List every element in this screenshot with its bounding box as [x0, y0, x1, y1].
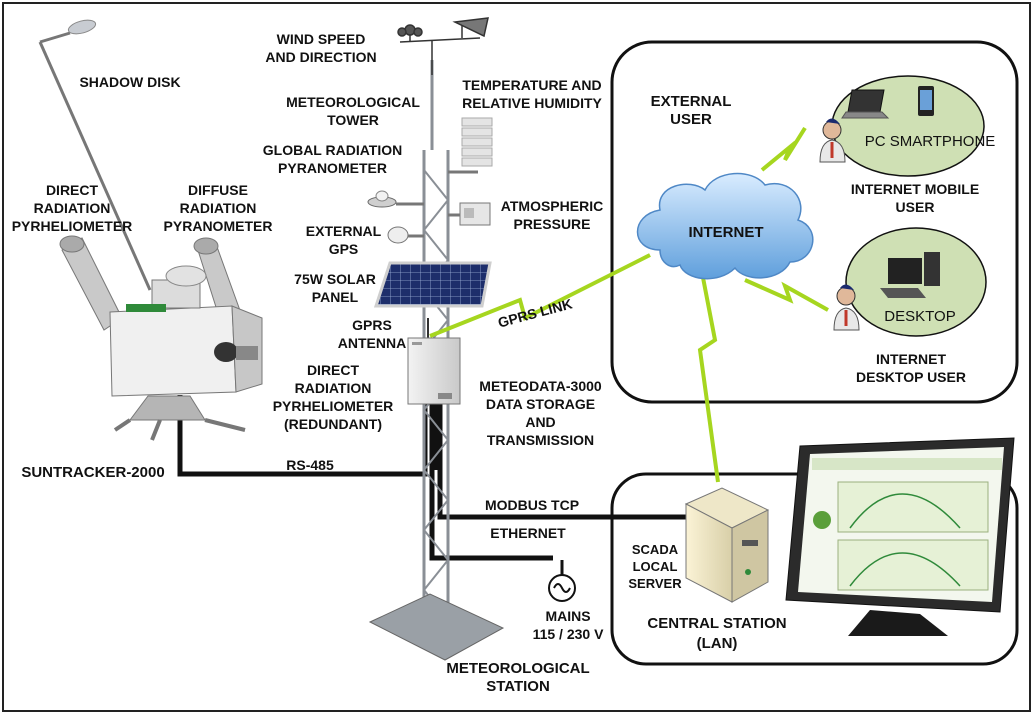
label-central-station: CENTRAL STATION (LAN) — [647, 615, 787, 652]
label-shadow-disk: SHADOW DISK — [79, 74, 181, 90]
central-station-link-bolt — [697, 261, 720, 483]
label-direct-radiation: DIRECT RADIATION PYRHELIOMETER — [11, 182, 133, 234]
label-atmospheric-pressure: ATMOSPHERIC PRESSURE — [500, 198, 604, 232]
tower-base — [368, 593, 505, 661]
label-desktop-user: INTERNET DESKTOP USER — [856, 351, 966, 385]
label-pc-smartphone: PC SMARTPHONE — [864, 133, 996, 150]
label-mains: MAINS 115 / 230 V — [532, 608, 604, 642]
label-meteorological-tower: METEOROLOGICAL TOWER — [286, 94, 420, 128]
label-rs485: RS-485 — [286, 457, 334, 473]
label-ethernet: ETHERNET — [490, 525, 566, 541]
wind-sensor-icon — [397, 17, 489, 75]
label-direct-redundant: DIRECT RADIATION PYRHELIOMETER (REDUNDAN… — [272, 362, 394, 432]
label-suntracker: SUNTRACKER-2000 — [21, 464, 165, 481]
label-external-gps: EXTERNAL GPS — [305, 223, 382, 257]
label-internet: INTERNET — [688, 224, 764, 241]
user-icon — [833, 284, 860, 331]
label-mobile-user: INTERNET MOBILE USER — [850, 181, 980, 215]
laptop-icon — [841, 89, 890, 119]
cloud-icon — [636, 172, 814, 280]
monitor-icon — [785, 437, 1015, 636]
suntracker-icon — [38, 19, 263, 441]
smartphone-icon — [918, 86, 934, 116]
meteodata-box-icon — [407, 337, 461, 405]
gps-antenna-icon — [387, 226, 424, 244]
modbus-tcp-cable — [437, 400, 690, 520]
global-pyranometer-icon — [367, 190, 424, 208]
label-scada: SCADA LOCAL SERVER — [628, 542, 682, 591]
label-desktop: DESKTOP — [884, 308, 956, 325]
label-modbus: MODBUS TCP — [484, 497, 580, 513]
server-icon — [684, 487, 770, 603]
label-meteodata: METEODATA-3000 DATA STORAGE AND TRANSMIS… — [479, 378, 602, 448]
label-solar-panel: 75W SOLAR PANEL — [294, 271, 376, 305]
ac-power-symbol-icon — [548, 560, 576, 602]
label-meteorological-station: METEOROLOGICAL STATION — [446, 660, 590, 695]
mobile-user-link-bolt — [760, 126, 807, 172]
label-external-user: EXTERNAL USER — [650, 93, 732, 128]
desktop-user-link-bolt — [744, 278, 829, 312]
solar-panel-icon — [373, 261, 492, 308]
label-global-radiation: GLOBAL RADIATION PYRANOMETER — [262, 142, 403, 176]
label-wind: WIND SPEED AND DIRECTION — [265, 31, 377, 65]
desktop-computer-icon — [880, 252, 940, 298]
mains-cable — [429, 400, 553, 561]
label-temperature-humidity: TEMPERATURE AND RELATIVE HUMIDITY — [462, 77, 602, 111]
temperature-humidity-sensor-icon — [448, 117, 493, 174]
label-diffuse-radiation: DIFFUSE RADIATION PYRANOMETER — [163, 182, 273, 234]
label-gprs-antenna: GPRS ANTENNA — [337, 317, 407, 351]
user-icon — [819, 118, 846, 163]
gprs-link-bolt — [429, 253, 651, 338]
pressure-sensor-icon — [448, 202, 491, 226]
